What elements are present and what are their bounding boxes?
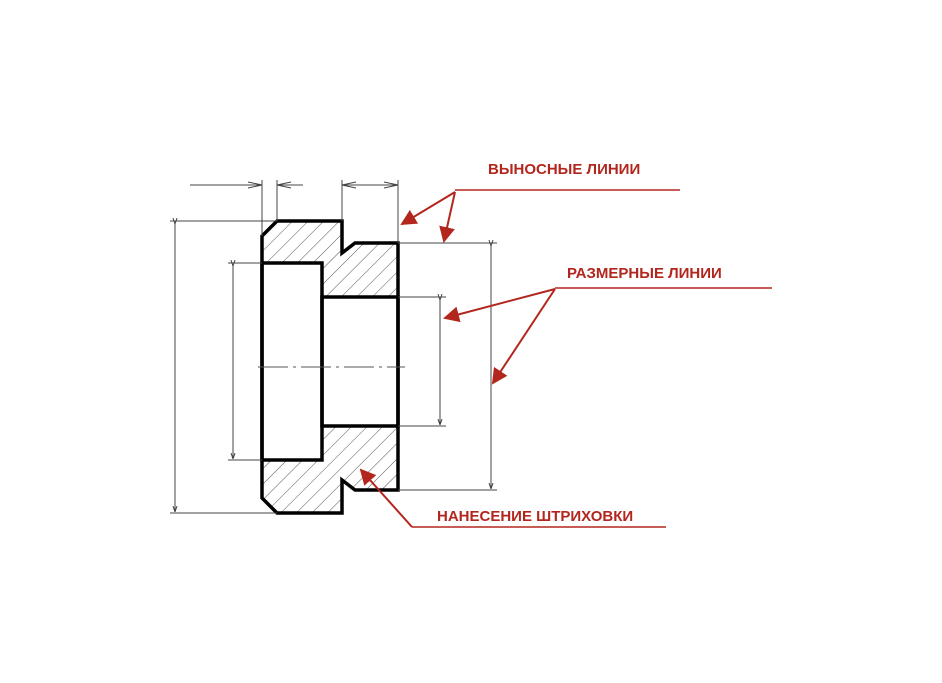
- label-extension-lines: ВЫНОСНЫЕ ЛИНИИ: [488, 161, 640, 178]
- label-hatching: НАНЕСЕНИЕ ШТРИХОВКИ: [437, 508, 633, 525]
- annotation-hatching: НАНЕСЕНИЕ ШТРИХОВКИ: [359, 468, 666, 528]
- dimension-lines: [170, 180, 497, 514]
- label-dimension-lines: РАЗМЕРНЫЕ ЛИНИИ: [567, 265, 722, 282]
- annotation-dimension-lines: РАЗМЕРНЫЕ ЛИНИИ: [443, 265, 772, 385]
- annotation-extension-lines: ВЫНОСНЫЕ ЛИНИИ: [400, 161, 680, 243]
- hatched-section: [262, 221, 398, 513]
